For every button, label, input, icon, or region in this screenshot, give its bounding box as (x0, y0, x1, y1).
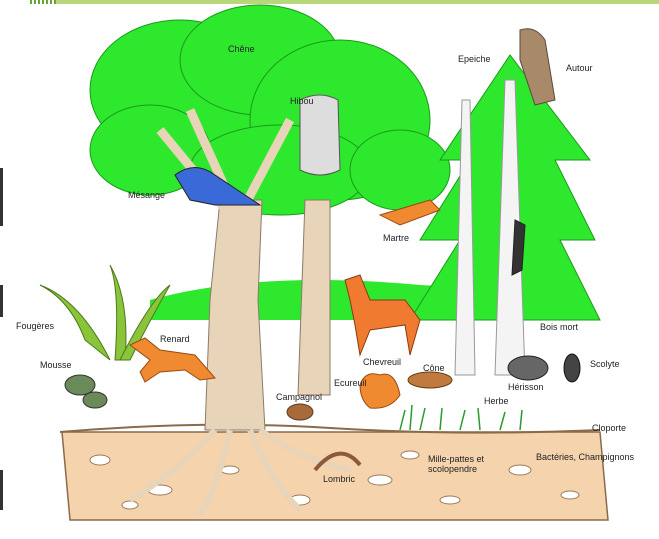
label-fougeres: Fougères (16, 321, 54, 331)
fox (130, 338, 215, 382)
label-bacteries: Bactéries, Champignons (536, 452, 634, 462)
label-martre: Martre (383, 233, 409, 243)
label-mousse: Mousse (40, 360, 72, 370)
label-cloporte: Cloporte (592, 423, 626, 433)
pine-cone (408, 372, 452, 388)
label-cone: Cône (423, 363, 445, 373)
oak-trunk (205, 200, 265, 430)
label-mesange: Mésange (128, 190, 165, 200)
second-tree-trunk (298, 200, 330, 395)
grass (400, 405, 522, 430)
label-lombric: Lombric (323, 474, 355, 484)
label-hibou: Hibou (290, 96, 314, 106)
label-ecureuil: Ecureuil (334, 378, 367, 388)
label-autour: Autour (566, 63, 593, 73)
label-renard: Renard (160, 334, 190, 344)
bark-beetle (564, 354, 580, 382)
label-epeiche: Epeiche (458, 54, 491, 64)
label-chevreuil: Chevreuil (363, 357, 401, 367)
hedgehog (508, 356, 548, 380)
label-herisson: Hérisson (508, 382, 544, 392)
moss (65, 375, 107, 408)
vole (287, 404, 313, 420)
label-mille-pattes: Mille-pattes et scolopendre (428, 454, 498, 474)
owl (300, 95, 340, 175)
label-campagnol: Campagnol (276, 392, 322, 402)
label-herbe: Herbe (484, 396, 509, 406)
label-scolyte: Scolyte (590, 359, 620, 369)
label-bois-mort: Bois mort (540, 322, 578, 332)
oak-canopy (90, 5, 450, 215)
label-chene: Chêne (228, 44, 255, 54)
